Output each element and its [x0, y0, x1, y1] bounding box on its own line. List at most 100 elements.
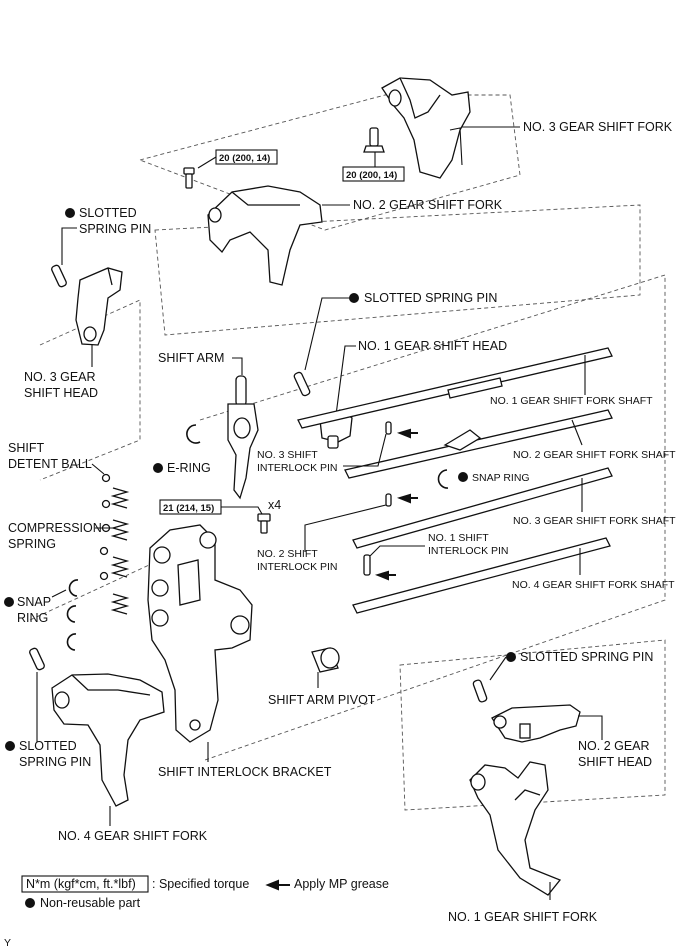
grease-arrow-3 — [374, 570, 396, 581]
label-no3-interlock-b: INTERLOCK PIN — [257, 462, 338, 474]
bolt-x4 — [257, 513, 271, 534]
label-slotted-pin-3: SLOTTED SPRING PIN — [520, 650, 653, 664]
label-no4-shaft: NO. 4 GEAR SHIFT FORK SHAFT — [512, 579, 675, 591]
non-reusable-dot-4 — [153, 463, 163, 473]
shift-arm-pivot — [311, 647, 340, 673]
shift-detent-balls — [99, 473, 111, 581]
no2-gear-shift-fork — [207, 185, 323, 286]
label-slotted-pin-4b: SPRING PIN — [19, 755, 91, 769]
slotted-spring-pin-3 — [472, 679, 488, 703]
torque-value-2: 20 (200, 14) — [219, 153, 270, 164]
label-no1-head: NO. 1 GEAR SHIFT HEAD — [358, 339, 507, 353]
label-qty-x4: x4 — [268, 498, 281, 512]
label-snap-ring-2a: SNAP — [17, 595, 51, 609]
label-no3-head-a: NO. 3 GEAR — [24, 370, 96, 384]
no3-gear-shift-fork-shaft — [352, 467, 613, 549]
label-slotted-pin-2: SLOTTED SPRING PIN — [364, 291, 497, 305]
label-no2-interlock-a: NO. 2 SHIFT — [257, 548, 318, 560]
legend-grease-arrow-icon — [265, 879, 290, 891]
no2-gear-shift-fork-shaft — [344, 409, 613, 479]
no1-gear-shift-fork-shaft — [297, 347, 613, 429]
label-bracket: SHIFT INTERLOCK BRACKET — [158, 765, 332, 779]
no1-interlock-pin — [363, 554, 371, 576]
label-compression-a: COMPRESSION — [8, 521, 102, 535]
label-no3-gear-shift-fork: NO. 3 GEAR SHIFT FORK — [523, 120, 673, 134]
non-reusable-dot-1 — [65, 208, 75, 218]
label-snap-ring-2b: RING — [17, 611, 48, 625]
no3-interlock-pin — [385, 421, 392, 435]
snap-ring-2-leader — [51, 589, 67, 598]
label-pivot: SHIFT ARM PIVOT — [268, 693, 376, 707]
label-compression-b: SPRING — [8, 537, 56, 551]
slotted-spring-pin-1 — [51, 264, 67, 288]
no4-gear-shift-fork-shaft — [352, 537, 611, 614]
torque-leader-2 — [197, 156, 217, 169]
label-no3-shaft: NO. 3 GEAR SHIFT FORK SHAFT — [513, 515, 676, 527]
legend-specified-torque: : Specified torque — [152, 877, 249, 891]
legend-grease-text: Apply MP grease — [294, 877, 389, 891]
label-no4-fork: NO. 4 GEAR SHIFT FORK — [58, 829, 208, 843]
label-slotted-pin-1b: SPRING PIN — [79, 222, 151, 236]
bolt-no2-fork — [183, 167, 195, 189]
grease-arrow-1 — [396, 428, 418, 439]
no3-gear-shift-fork — [381, 77, 471, 179]
slotted-pin-3-leader — [489, 656, 507, 681]
label-no2-gear-shift-fork: NO. 2 GEAR SHIFT FORK — [353, 198, 503, 212]
label-snap-ring-1: SNAP RING — [472, 472, 530, 484]
no1-interlock-leader — [369, 545, 425, 557]
slotted-pin-1-leader — [61, 227, 77, 265]
legend-unit-box — [21, 875, 149, 893]
no1-gear-shift-fork — [469, 761, 562, 896]
label-no1-fork: NO. 1 GEAR SHIFT FORK — [448, 910, 598, 924]
torque-box-1 — [342, 166, 405, 182]
detent-ball-leader — [91, 463, 105, 475]
label-no3-interlock-a: NO. 3 SHIFT — [257, 449, 318, 461]
label-e-ring: E-RING — [167, 461, 211, 475]
label-no2-head-b: SHIFT HEAD — [578, 755, 652, 769]
e-ring — [186, 424, 201, 444]
no3-interlock-leader — [343, 433, 387, 467]
non-reusable-dot-6 — [506, 652, 516, 662]
no2-gear-shift-head — [491, 704, 581, 743]
torque-value-1: 20 (200, 14) — [346, 170, 397, 181]
label-shift-arm: SHIFT ARM — [158, 351, 224, 365]
no2-interlock-pin — [385, 493, 392, 507]
label-no1-interlock-b: INTERLOCK PIN — [428, 545, 509, 557]
snap-rings-left — [66, 579, 79, 651]
legend-unit-text: N*m (kgf*cm, ft.*lbf) — [26, 877, 136, 891]
corner-mark: Y — [4, 937, 11, 949]
label-no3-head-b: SHIFT HEAD — [24, 386, 98, 400]
slotted-spring-pin-4 — [29, 647, 45, 671]
shift-arm — [227, 375, 259, 500]
non-reusable-dot-5 — [4, 597, 14, 607]
label-slotted-pin-1a: SLOTTED — [79, 206, 137, 220]
label-no2-shaft: NO. 2 GEAR SHIFT FORK SHAFT — [513, 449, 676, 461]
non-reusable-dot-2 — [349, 293, 359, 303]
label-no2-interlock-b: INTERLOCK PIN — [257, 561, 338, 573]
no4-gear-shift-fork — [51, 673, 165, 807]
no3-gear-shift-head — [75, 267, 123, 346]
label-detent-ball-b: DETENT BALL — [8, 457, 92, 471]
snap-ring-right — [437, 469, 449, 489]
label-slotted-pin-4a: SLOTTED — [19, 739, 77, 753]
shift-interlock-bracket — [147, 524, 253, 743]
no2-interlock-leader — [304, 504, 387, 552]
label-no1-interlock-a: NO. 1 SHIFT — [428, 532, 489, 544]
no1-head-leader — [335, 345, 356, 416]
non-reusable-dot-3 — [458, 472, 468, 482]
compression-springs — [110, 487, 130, 615]
label-detent-ball-a: SHIFT — [8, 441, 44, 455]
no2-head-leader — [578, 715, 603, 740]
slotted-pin-2-leader — [304, 297, 350, 371]
no2-shaft-leader — [571, 419, 583, 446]
legend-dot-icon — [25, 898, 35, 908]
label-no2-head-a: NO. 2 GEAR — [578, 739, 650, 753]
torque-leader-3 — [221, 506, 263, 515]
shift-arm-leader — [232, 357, 243, 375]
label-no1-shaft: NO. 1 GEAR SHIFT FORK SHAFT — [490, 395, 653, 407]
non-reusable-dot-7 — [5, 741, 15, 751]
legend-nonreusable-text: Non-reusable part — [40, 896, 141, 910]
grease-arrow-2 — [396, 493, 418, 504]
legend: N*m (kgf*cm, ft.*lbf) : Specified torque… — [21, 875, 389, 910]
